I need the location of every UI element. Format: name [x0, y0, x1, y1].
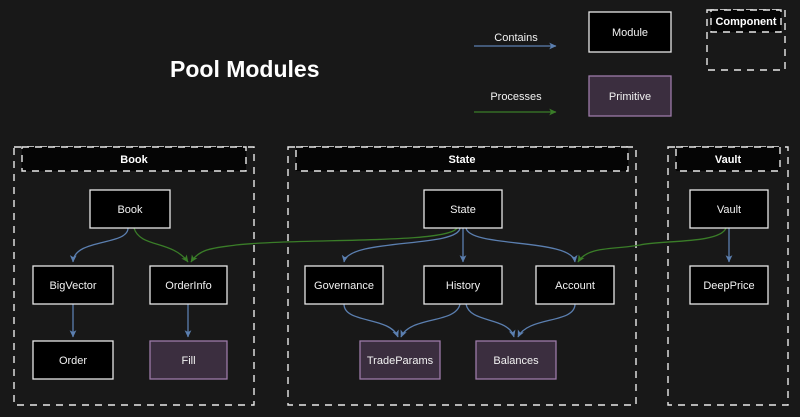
node-governance[interactable]: Governance [304, 265, 384, 305]
node-history[interactable]: History [423, 265, 503, 305]
page-title: Pool Modules [170, 56, 320, 82]
node-label-order: Order [59, 355, 87, 367]
node-tradeparams[interactable]: TradeParams [359, 340, 441, 380]
cluster-title-band-book [21, 146, 247, 172]
cluster-label-state: State [449, 154, 476, 166]
node-balances[interactable]: Balances [475, 340, 557, 380]
node-label-account: Account [555, 280, 595, 292]
node-label-state: State [450, 204, 476, 216]
node-label-book: Book [117, 204, 143, 216]
cluster-label-book: Book [120, 154, 148, 166]
node-bigvector[interactable]: BigVector [32, 265, 114, 305]
node-box-vault[interactable] [689, 189, 769, 229]
edge-state-to-governance [341, 227, 461, 263]
node-box-orderinfo[interactable] [149, 265, 228, 305]
node-label-governance: Governance [314, 280, 374, 292]
node-box-governance[interactable] [304, 265, 384, 305]
node-box-fill[interactable] [149, 340, 228, 380]
legend-component-band [710, 9, 782, 33]
node-box-deepprice[interactable] [689, 265, 769, 305]
node-orderinfo[interactable]: OrderInfo [149, 265, 228, 305]
node-label-deepprice: DeepPrice [703, 280, 754, 292]
node-vault[interactable]: Vault [689, 189, 769, 229]
node-fill[interactable]: Fill [149, 340, 228, 380]
edge-account-to-balances [517, 303, 576, 338]
legend-layer: Contains Processes Module Primitive Comp… [474, 9, 786, 117]
edge-state-to-orderinfo [190, 227, 458, 263]
legend-processes-label: Processes [490, 91, 542, 103]
node-label-tradeparams: TradeParams [367, 355, 434, 367]
node-box-balances[interactable] [475, 340, 557, 380]
node-book[interactable]: Book [89, 189, 171, 229]
edge-history-to-balances [465, 303, 516, 338]
node-box-account[interactable] [535, 265, 615, 305]
cluster-title-band-state [295, 146, 629, 172]
node-box-order[interactable] [32, 340, 114, 380]
edge-state-to-account [465, 227, 578, 263]
node-order[interactable]: Order [32, 340, 114, 380]
edge-governance-to-tradeparams [343, 303, 399, 338]
cluster-outline-vault [667, 146, 789, 406]
edge-book-to-bigvector [69, 227, 129, 263]
edge-history-to-tradeparams [400, 303, 461, 338]
edge-book-to-orderinfo [133, 227, 189, 263]
node-box-bigvector[interactable] [32, 265, 114, 305]
legend-module-box [588, 11, 672, 53]
node-account[interactable]: Account [535, 265, 615, 305]
legend-module-label: Module [612, 27, 648, 39]
cluster-label-vault: Vault [715, 154, 742, 166]
legend-contains-label: Contains [494, 32, 538, 44]
cluster-title-band-vault [675, 146, 781, 172]
node-label-history: History [446, 280, 481, 292]
node-box-tradeparams[interactable] [359, 340, 441, 380]
node-box-state[interactable] [423, 189, 503, 229]
node-label-bigvector: BigVector [49, 280, 96, 292]
cluster-state: State [287, 146, 637, 406]
legend-primitive-box [588, 75, 672, 117]
edges-layer [69, 227, 733, 338]
node-box-book[interactable] [89, 189, 171, 229]
legend-primitive-label: Primitive [609, 91, 651, 103]
cluster-vault: Vault [667, 146, 789, 406]
node-state[interactable]: State [423, 189, 503, 229]
edge-vault-to-account [577, 227, 727, 263]
node-label-balances: Balances [493, 355, 539, 367]
node-label-fill: Fill [181, 355, 195, 367]
node-deepprice[interactable]: DeepPrice [689, 265, 769, 305]
node-label-vault: Vault [717, 204, 741, 216]
node-label-orderinfo: OrderInfo [165, 280, 211, 292]
legend-component-label: Component [715, 16, 776, 28]
node-box-history[interactable] [423, 265, 503, 305]
cluster-book: Book [13, 146, 255, 406]
